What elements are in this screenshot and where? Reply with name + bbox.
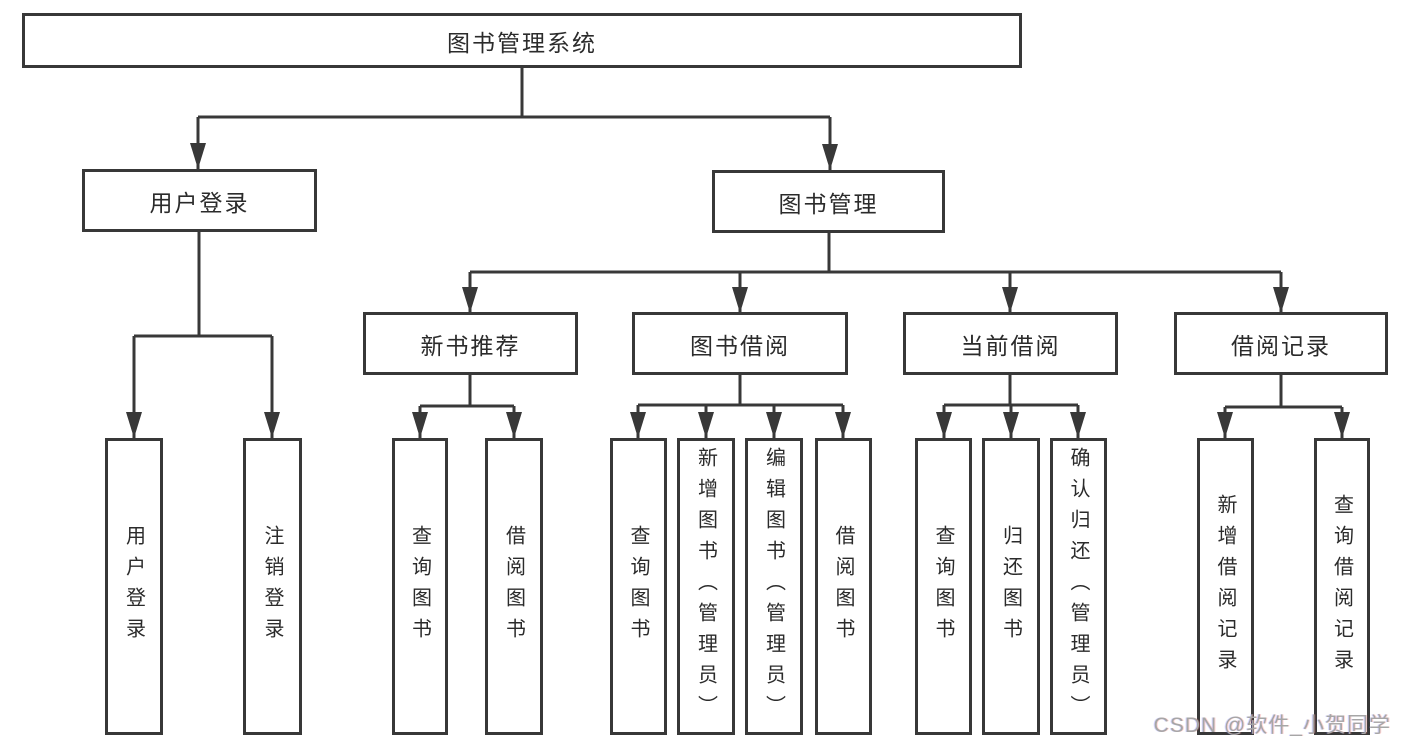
leaf-user-login: 用户登录 [105,438,163,735]
node-root-system: 图书管理系统 [22,13,1022,68]
leaf-add-borrow-record: 新增借阅记录 [1197,438,1254,735]
leaf-logout: 注销登录 [243,438,302,735]
connector-user-login-trunk [134,232,272,338]
node-borrow-records: 借阅记录 [1174,312,1388,375]
node-current-borrow: 当前借阅 [903,312,1118,375]
connector-book-borrow-trunk [638,375,843,407]
connector-new-book-trunk [420,375,514,408]
node-book-management: 图书管理 [712,170,945,233]
leaf-edit-books-admin: 编辑图书（管理员） [745,438,803,735]
leaf-query-books-borrow: 查询图书 [610,438,667,735]
leaf-confirm-return-admin: 确认归还（管理员） [1050,438,1107,735]
node-book-borrow: 图书借阅 [632,312,848,375]
node-user-login: 用户登录 [82,169,317,232]
leaf-query-books-recommend: 查询图书 [392,438,448,735]
node-new-book-recommend: 新书推荐 [363,312,578,375]
connector-current-borrow-trunk [944,375,1078,407]
connector-root-trunk [198,68,830,119]
leaf-borrow-books: 借阅图书 [815,438,872,735]
leaf-add-books-admin: 新增图书（管理员） [677,438,735,735]
leaf-return-books: 归还图书 [982,438,1040,735]
connector-records-trunk [1225,375,1342,409]
csdn-watermark: CSDN @软件_小贺同学 [1153,714,1391,737]
leaf-query-borrow-record: 查询借阅记录 [1314,438,1370,735]
leaf-query-books-current: 查询图书 [915,438,972,735]
leaf-borrow-books-recommend: 借阅图书 [485,438,543,735]
connector-book-mgmt-trunk [470,233,1281,274]
